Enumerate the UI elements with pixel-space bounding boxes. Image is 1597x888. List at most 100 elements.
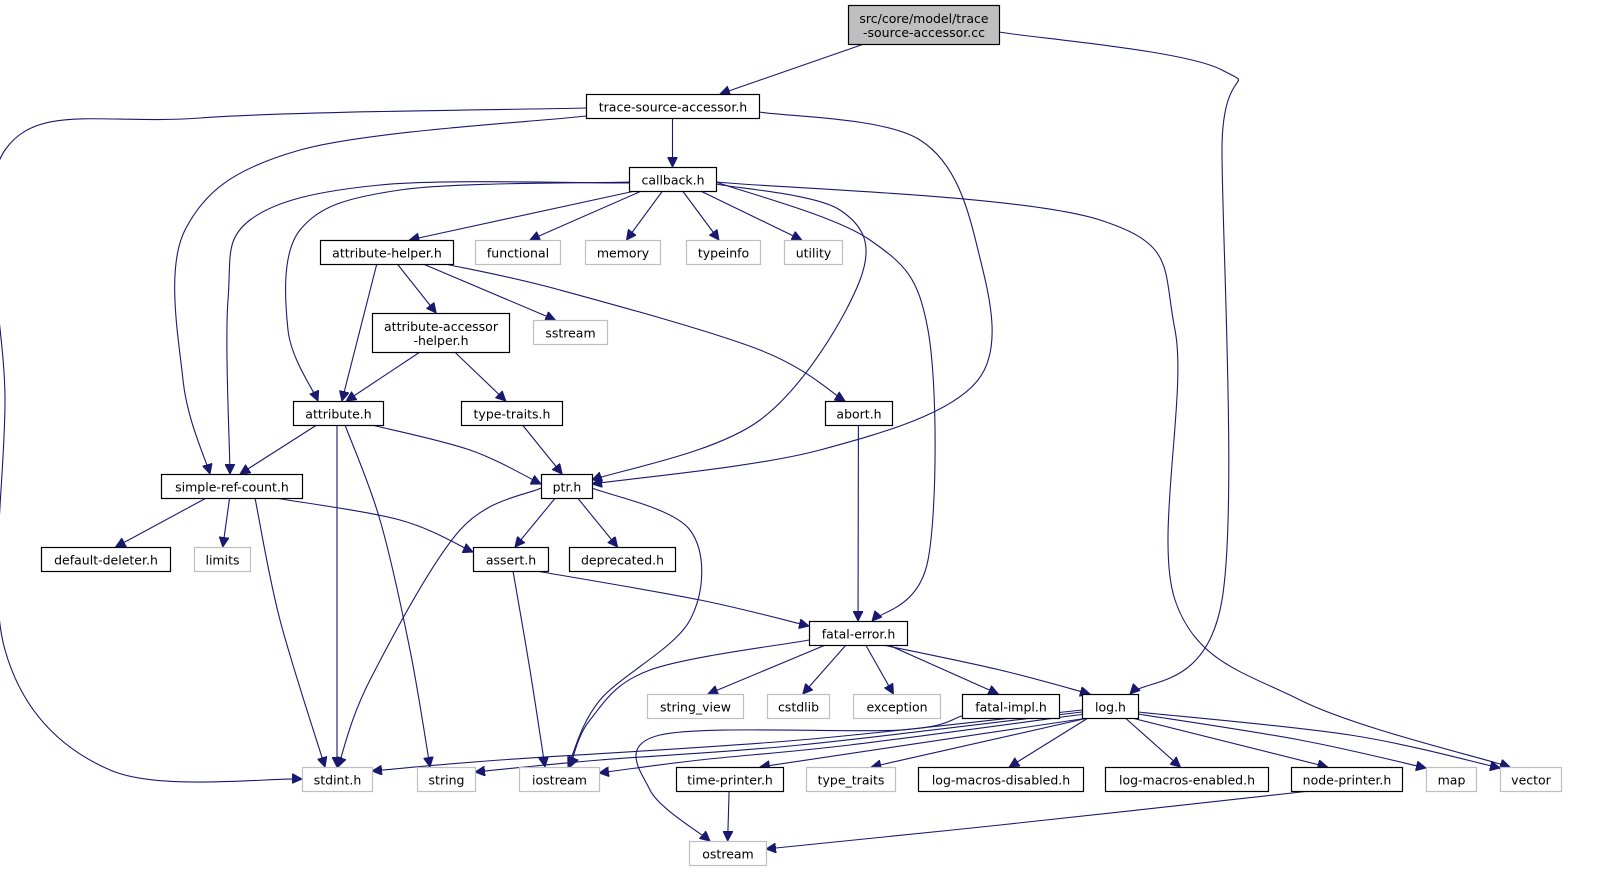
edge-aah-to-typetraitsh <box>454 351 506 401</box>
node-nodeprinter[interactable]: node-printer.h <box>1290 766 1404 793</box>
edge-log-to-lmd <box>1009 717 1089 767</box>
edge-callback-to-fatalerror <box>715 181 936 621</box>
node-box <box>824 400 894 427</box>
node-label: exception <box>866 700 927 715</box>
node-box <box>783 239 844 266</box>
node-label: abort.h <box>836 407 881 422</box>
node-label: memory <box>597 246 650 261</box>
node-abort[interactable]: abort.h <box>824 400 894 427</box>
node-aah[interactable]: attribute-accessor-helper.h <box>371 312 511 354</box>
node-timeprinter[interactable]: time-printer.h <box>675 766 785 793</box>
edge-log-to-timeprinter <box>760 717 1089 767</box>
nodes-layer: src/core/model/trace-source-accessor.cc t… <box>40 4 1563 867</box>
node-fatalerror[interactable]: fatal-error.h <box>808 620 909 647</box>
node-label: cstdlib <box>778 700 819 715</box>
node-box <box>808 620 909 647</box>
edge-src-to-limits <box>223 497 231 547</box>
node-box <box>847 4 1001 46</box>
node-attrhelper[interactable]: attribute-helper.h <box>319 239 455 266</box>
node-root[interactable]: src/core/model/trace-source-accessor.cc <box>847 4 1001 46</box>
node-box <box>532 319 609 346</box>
node-attribute[interactable]: attribute.h <box>292 400 385 427</box>
node-callback[interactable]: callback.h <box>628 166 718 193</box>
node-label: type_traits <box>818 773 885 788</box>
edge-attrhelper-to-abort <box>444 263 845 401</box>
edge-tsa-to-stdint <box>0 107 587 782</box>
edge-fatalerror-to-iostream <box>570 639 810 767</box>
edge-ptr-to-assert <box>515 497 556 547</box>
node-iostream: iostream <box>518 766 601 793</box>
node-box <box>568 546 677 573</box>
node-box <box>852 693 942 720</box>
node-box <box>584 239 662 266</box>
node-box <box>685 239 762 266</box>
node-string: string <box>416 766 477 793</box>
node-deprecated[interactable]: deprecated.h <box>568 546 677 573</box>
node-box <box>961 693 1061 720</box>
edge-timeprinter-to-ostream <box>728 790 729 841</box>
edge-callback-to-memory <box>627 190 663 240</box>
edge-root-to-log <box>998 31 1240 694</box>
node-label: string <box>429 773 465 788</box>
edge-callback-to-typeinfo <box>682 190 719 240</box>
node-label: attribute-accessor <box>384 319 499 334</box>
node-label: ostream <box>702 847 753 862</box>
node-memory: memory <box>584 239 662 266</box>
node-utility: utility <box>783 239 844 266</box>
edge-callback-to-ptr <box>592 183 867 480</box>
node-stdint: stdint.h <box>301 766 374 793</box>
edge-attrhelper-to-sstream <box>422 263 555 320</box>
node-string_view: string_view <box>646 693 745 720</box>
edge-callback-to-attrhelper <box>409 190 636 240</box>
node-label: assert.h <box>486 553 536 568</box>
node-box <box>540 473 594 500</box>
edge-attribute-to-src <box>240 424 317 474</box>
node-label: deprecated.h <box>581 553 664 568</box>
node-typeinfo: typeinfo <box>685 239 762 266</box>
node-fatalimpl[interactable]: fatal-impl.h <box>961 693 1061 720</box>
edge-tsa-to-src <box>174 115 587 474</box>
edge-aah-to-attribute <box>346 351 421 401</box>
node-label: trace-source-accessor.h <box>599 100 747 115</box>
node-vector: vector <box>1499 766 1563 793</box>
edge-callback-to-vector <box>715 181 1510 767</box>
node-lme[interactable]: log-macros-enabled.h <box>1104 766 1270 793</box>
node-box <box>518 766 601 793</box>
node-functional: functional <box>474 239 562 266</box>
edge-log-to-string <box>475 711 1083 772</box>
edge-callback-to-functional <box>530 190 642 240</box>
node-deleter[interactable]: default-deleter.h <box>40 546 172 573</box>
node-label: iostream <box>532 773 587 788</box>
node-label: ptr.h <box>553 480 582 495</box>
node-assert[interactable]: assert.h <box>472 546 550 573</box>
node-box <box>1104 766 1270 793</box>
node-label: callback.h <box>641 173 704 188</box>
node-typetraitsh[interactable]: type-traits.h <box>460 400 564 427</box>
edge-log-to-vector <box>1137 711 1500 768</box>
edge-ptr-to-deprecated <box>577 497 618 547</box>
node-box <box>675 766 785 793</box>
edge-log-to-lme <box>1124 717 1180 767</box>
node-ptr[interactable]: ptr.h <box>540 473 594 500</box>
node-box <box>40 546 172 573</box>
node-label: simple-ref-count.h <box>175 480 289 495</box>
node-lmd[interactable]: log-macros-disabled.h <box>917 766 1085 793</box>
edge-assert-to-iostream <box>512 570 545 767</box>
edge-tsa-to-ptr <box>592 111 993 484</box>
node-tsa[interactable]: trace-source-accessor.h <box>585 93 761 120</box>
node-box <box>371 312 511 354</box>
node-box <box>319 239 455 266</box>
node-log[interactable]: log.h <box>1081 693 1140 720</box>
edge-callback-to-utility <box>700 190 802 240</box>
node-box <box>474 239 562 266</box>
edge-src-to-deleter <box>116 497 207 547</box>
node-box <box>460 400 564 427</box>
node-box <box>193 546 252 573</box>
edge-callback-to-attribute <box>285 181 630 401</box>
node-ostream: ostream <box>688 840 768 867</box>
node-src[interactable]: simple-ref-count.h <box>160 473 304 500</box>
node-box <box>1425 766 1478 793</box>
node-box <box>472 546 550 573</box>
node-label: typeinfo <box>698 246 749 261</box>
node-label: log-macros-enabled.h <box>1119 773 1255 788</box>
